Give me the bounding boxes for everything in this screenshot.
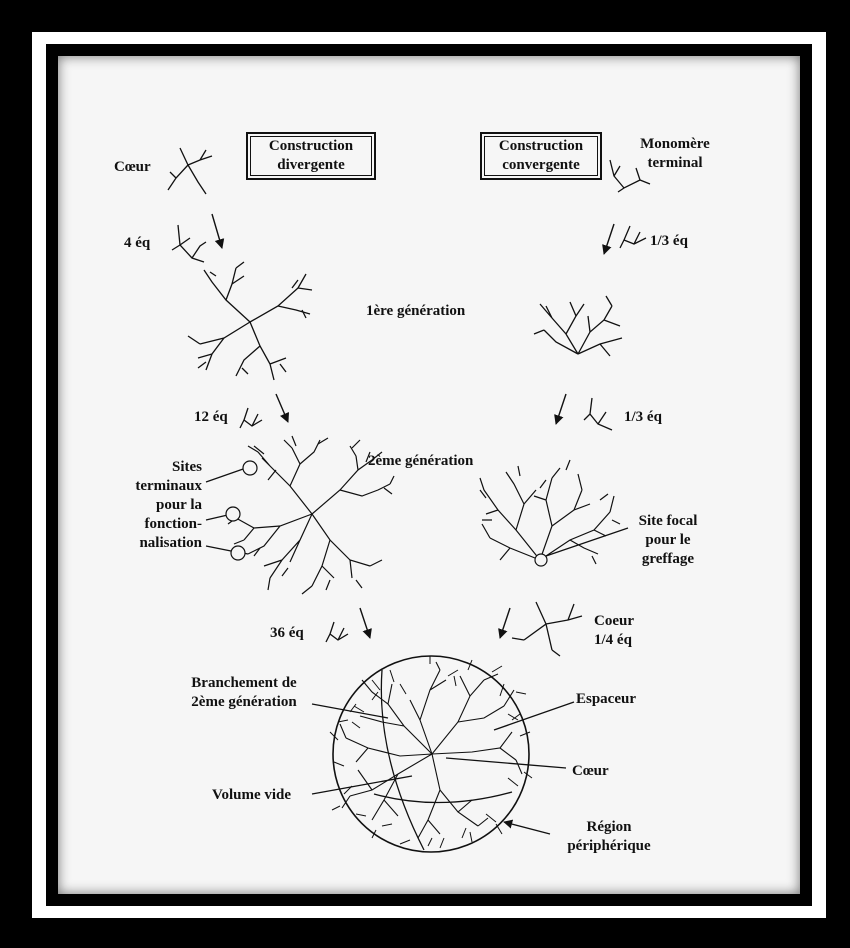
branch-unit-icon	[172, 225, 206, 262]
label-leader-lines	[312, 702, 574, 834]
core-quarter-equivalent-label: Coeur 1/4 éq	[594, 612, 634, 650]
header-line: Construction	[490, 137, 592, 156]
final-core-label: Cœur	[572, 762, 609, 781]
second-generation-branching-label: Branchement de 2ème génération	[176, 674, 312, 712]
label-line: 2ème génération	[176, 693, 312, 712]
second-generation-label: 2ème génération	[368, 452, 473, 471]
label-line: 1/4 éq	[594, 631, 634, 650]
header-line: Construction	[256, 137, 366, 156]
second-generation-dendron	[480, 460, 620, 564]
label-line: Branchement de	[176, 674, 312, 693]
label-line: Région	[554, 818, 664, 837]
label-line: terminaux	[110, 477, 202, 496]
spacer-label: Espaceur	[576, 690, 636, 709]
core-molecule-icon	[512, 602, 582, 656]
divergent-construction-header: Construction divergente	[246, 132, 376, 180]
monomer-label: Monomère terminal	[628, 135, 722, 173]
label-line: Monomère	[628, 135, 722, 154]
core-molecule-icon	[168, 148, 212, 194]
equivalents-label-36: 36 éq	[270, 624, 304, 643]
terminal-site-markers	[206, 461, 257, 560]
label-line: pour la	[110, 496, 202, 515]
first-generation-label: 1ère génération	[366, 302, 465, 321]
label-line: périphérique	[554, 837, 664, 856]
convergent-construction-header: Construction convergente	[480, 132, 602, 180]
branch-unit-icon	[326, 622, 348, 642]
label-line: Coeur	[594, 612, 634, 631]
void-volume-label: Volume vide	[212, 786, 291, 805]
terminal-sites-label: Sites terminaux pour la fonction- nalisa…	[110, 458, 202, 553]
branch-unit-icon	[240, 408, 262, 428]
label-line: fonction-	[110, 515, 202, 534]
label-line: Site focal	[622, 512, 714, 531]
label-line: greffage	[622, 550, 714, 569]
label-line: pour le	[622, 531, 714, 550]
header-line: convergente	[490, 156, 592, 175]
focal-site-label: Site focal pour le greffage	[622, 512, 714, 569]
branch-unit-icon	[584, 398, 612, 430]
peripheral-region-label: Région périphérique	[554, 818, 664, 856]
core-label: Cœur	[114, 158, 151, 177]
label-line: Sites	[110, 458, 202, 477]
header-line: divergente	[256, 156, 366, 175]
branch-unit-icon	[620, 226, 646, 248]
label-line: terminal	[628, 154, 722, 173]
equivalents-label-1-3-first: 1/3 éq	[650, 232, 688, 251]
first-generation-dendrimer	[188, 262, 312, 380]
equivalents-label-1-3-second: 1/3 éq	[624, 408, 662, 427]
first-generation-dendron	[534, 296, 622, 356]
equivalents-label-12: 12 éq	[194, 408, 228, 427]
label-line: nalisation	[110, 534, 202, 553]
third-generation-dendrimer	[330, 656, 532, 852]
equivalents-label-4: 4 éq	[124, 234, 150, 253]
